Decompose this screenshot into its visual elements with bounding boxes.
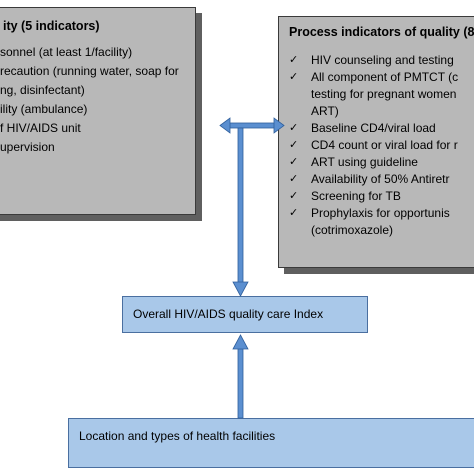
structure-box-title: ity (5 indicators) (3, 19, 100, 33)
up-arrow-shaft (237, 346, 244, 419)
process-item: ✓ Screening for TB (289, 188, 458, 205)
check-icon: ✓ (289, 71, 299, 83)
structure-indicators-box: ity (5 indicators) sonnel (at least 1/fa… (0, 7, 196, 215)
check-icon: ✓ (289, 122, 299, 134)
check-icon: ✓ (289, 139, 299, 151)
process-item-text: Availability of 50% Antiretr (311, 172, 450, 186)
process-box-title: Process indicators of quality (8 (289, 25, 474, 39)
horizontal-connector (219, 117, 285, 134)
structure-line: ng, disinfectant) (0, 83, 85, 97)
quality-index-box: Overall HIV/AIDS quality care Index (122, 296, 368, 333)
process-item-text: testing for pregnant women (311, 87, 457, 101)
up-arrowhead-icon (232, 334, 249, 350)
process-item-text: Screening for TB (311, 189, 401, 203)
structure-line: upervision (0, 140, 55, 154)
check-icon: ✓ (289, 54, 299, 66)
check-icon: ✓ (289, 173, 299, 185)
structure-line: f HIV/AIDS unit (0, 121, 81, 135)
process-item: ✓ Prophylaxis for opportunis (289, 205, 458, 222)
check-icon: ✓ (289, 207, 299, 219)
down-arrowhead-icon (232, 281, 249, 297)
process-item-continuation: ART) (289, 103, 458, 120)
structure-indicator-list: sonnel (at least 1/facility) recaution (… (0, 43, 179, 157)
process-item-text: Prophylaxis for opportunis (311, 206, 450, 220)
quality-index-label: Overall HIV/AIDS quality care Index (133, 307, 324, 321)
check-icon: ✓ (289, 156, 299, 168)
process-item: ✓ Baseline CD4/viral load (289, 120, 458, 137)
down-arrow-shaft (237, 127, 244, 285)
right-arrowhead-icon (273, 117, 285, 134)
process-item-text: ART) (311, 104, 339, 118)
down-arrow (232, 127, 249, 297)
process-item: ✓ Availability of 50% Antiretr (289, 171, 458, 188)
process-item-text: All component of PMTCT (c (311, 70, 459, 84)
process-item-continuation: (cotrimoxazole) (289, 222, 458, 239)
process-item-continuation: testing for pregnant women (289, 86, 458, 103)
process-item: ✓ HIV counseling and testing (289, 52, 458, 69)
process-item-text: HIV counseling and testing (311, 53, 454, 67)
process-item-text: ART using guideline (311, 155, 418, 169)
process-indicators-box: Process indicators of quality (8 ✓ HIV co… (278, 16, 474, 268)
process-indicator-list: ✓ HIV counseling and testing ✓ All compone… (289, 52, 458, 239)
location-label: Location and types of health facilities (79, 429, 276, 443)
process-item: ✓ All component of PMTCT (c (289, 69, 458, 86)
up-arrow (232, 334, 249, 419)
check-icon: ✓ (289, 190, 299, 202)
process-item: ✓ CD4 count or viral load for r (289, 137, 458, 154)
structure-line: sonnel (at least 1/facility) (0, 45, 133, 59)
process-item-text: CD4 count or viral load for r (311, 138, 458, 152)
process-item: ✓ ART using guideline (289, 154, 458, 171)
structure-line: recaution (running water, soap for (0, 64, 179, 78)
process-item-text: (cotrimoxazole) (311, 223, 394, 237)
location-box: Location and types of health facilities (68, 418, 474, 468)
horizontal-connector-bar (227, 122, 277, 129)
structure-line: ility (ambulance) (0, 102, 88, 116)
process-item-text: Baseline CD4/viral load (311, 121, 436, 135)
left-arrowhead-icon (219, 117, 231, 134)
